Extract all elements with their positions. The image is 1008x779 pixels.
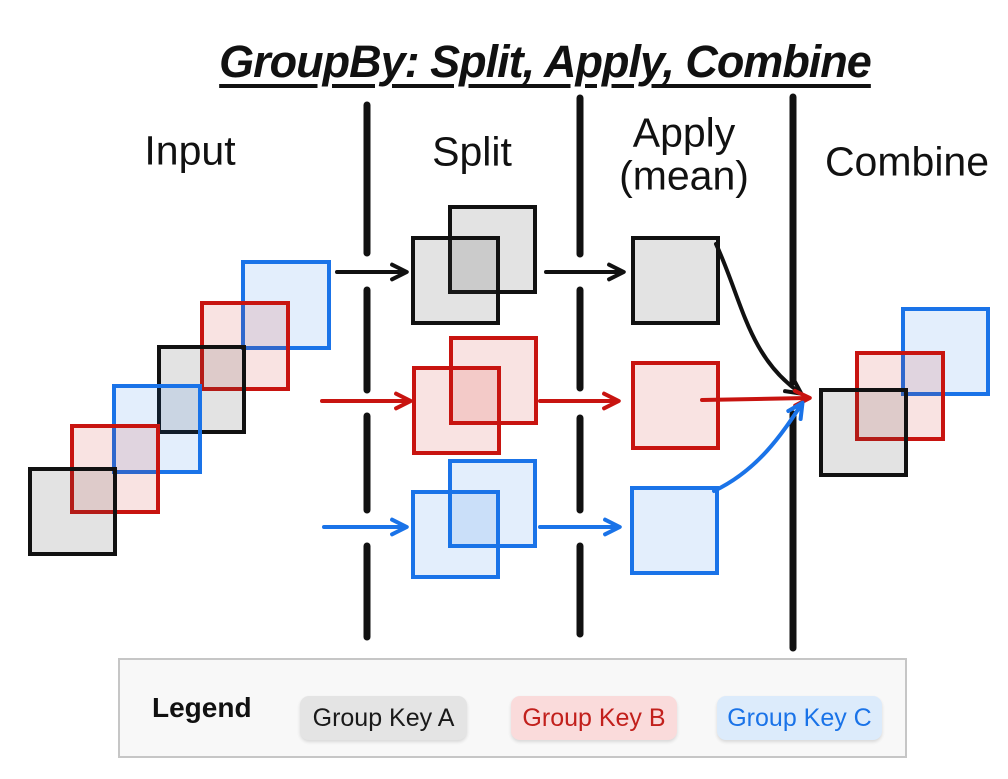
legend-panel: Legend Group Key A Group Key B Group Key… [118, 658, 907, 758]
apply-squares [630, 236, 720, 575]
combine-squares [819, 307, 990, 477]
legend-chip-label: Group Key C [727, 703, 872, 732]
column-label-split: Split [432, 128, 512, 175]
legend-chip-group-key-a: Group Key A [300, 696, 467, 740]
split-square-group-a-back [448, 205, 537, 294]
column-label-apply: Apply [632, 109, 736, 156]
column-label-input: Input [144, 127, 236, 174]
legend-chip-label: Group Key B [522, 703, 666, 732]
combine-square-group-a [819, 388, 908, 477]
split-square-group-c-back [448, 459, 537, 548]
apply-square-group-b [631, 361, 720, 450]
arrows-input-to-split [320, 262, 413, 537]
legend-chip-group-key-b: Group Key B [511, 696, 677, 740]
split-squares [411, 205, 538, 579]
legend-chip-label: Group Key A [312, 703, 455, 732]
arrow-combine-group-a [714, 242, 804, 396]
apply-square-group-c [630, 486, 719, 575]
legend-chip-group-key-c: Group Key C [717, 696, 882, 740]
split-square-group-c-front [411, 490, 500, 579]
split-square-group-a-front [411, 236, 500, 325]
input-squares [28, 260, 331, 556]
split-square-group-b-back [449, 336, 538, 425]
arrows-split-to-apply [538, 262, 626, 537]
apply-square-group-a [631, 236, 720, 325]
arrows-apply-to-combine [700, 242, 812, 493]
page-title: GroupBy: Split, Apply, Combine [219, 36, 872, 87]
column-label-apply-operation: (mean) [619, 152, 749, 199]
arrow-combine-group-c [712, 400, 805, 493]
column-label-combine: Combine [824, 138, 990, 185]
legend-title: Legend [152, 692, 252, 723]
arrow-combine-group-b [700, 388, 812, 408]
input-square-group-a-bottom [28, 467, 117, 556]
combine-square-group-b [855, 351, 945, 441]
split-square-group-b-front [412, 366, 501, 455]
